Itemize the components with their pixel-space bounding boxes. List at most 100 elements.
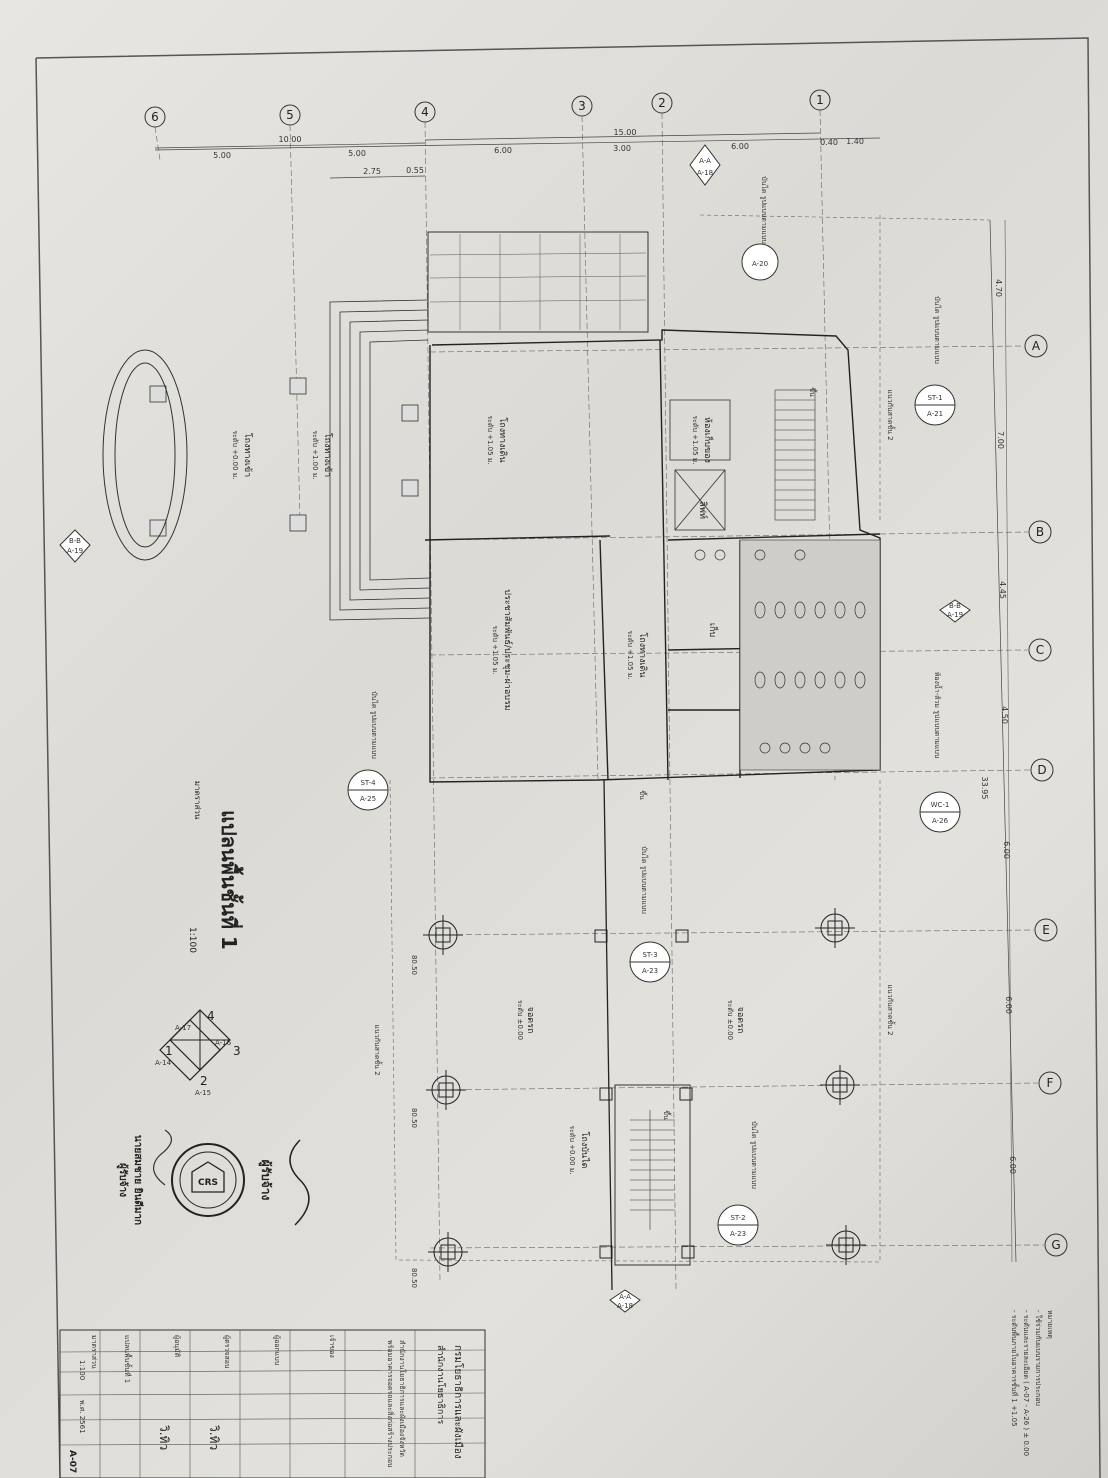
tb-scale-label: มาตราส่วน [90, 1335, 98, 1369]
dim-700: 7.00 [996, 431, 1005, 449]
dim-overall-top: 15.00 [614, 128, 637, 137]
grid-bubble-d: D [1030, 758, 1054, 782]
lamp-posts [423, 908, 866, 1272]
section-mark-bb: B-B A-19 [939, 599, 971, 623]
note-canopy-2: แนวกันสาดชั้น 2 [886, 984, 897, 1035]
lamp-post [826, 1225, 866, 1265]
dim-600-a: 6.00 [1002, 841, 1011, 859]
room-labels: โถงทางเดิน ระดับ +1.05 ม. ประชาสัมพันธ์/… [231, 415, 745, 1174]
dim-overall-right: 33.95 [980, 777, 989, 800]
note-stair-top: บันได รูปแบบตามแบบ [760, 176, 769, 244]
key-plan-a14: A-14 [155, 1059, 172, 1067]
right-dimensions: 33.95 4.70 7.00 4.45 4.50 6.00 6.00 6.00 [980, 219, 1017, 1263]
dim-275: 2.75 [363, 167, 381, 176]
section-mark-aa-top: A-A A-18 [689, 144, 721, 186]
dim-5m-b: 5.00 [348, 149, 366, 158]
key-plan: 4 3 1 2 A-17 A-16 A-14 A-15 [155, 1009, 241, 1097]
lift-core [669, 399, 731, 531]
tb-sign-2: วิ.ทิว [157, 1425, 171, 1450]
seal-name: นายสมชาย ยินดีมาก [132, 1135, 144, 1225]
grid-bubble-1: 1 [809, 89, 831, 111]
grid-bubble-5: 5 [279, 104, 301, 126]
drop-off-loop [102, 349, 188, 561]
room-stair-hall: โถงบันได [579, 1132, 590, 1169]
grid-label-a: A [1032, 339, 1041, 353]
seal-label: ผู้รับจ้าง [258, 1160, 273, 1201]
detail-st4-label: ST-4 [360, 779, 376, 787]
room-parking-2-level: ระดับ ±0.00 [726, 1000, 734, 1040]
key-plan-1: 1 [165, 1044, 173, 1058]
dim-3m: 3.00 [613, 144, 631, 153]
tb-sheet-no: A-07 [67, 1450, 77, 1473]
detail-st2-label: ST-2 [730, 1214, 745, 1222]
lamp-post [426, 1070, 466, 1110]
section-markers: A-A A-18 A-A A-18 B-B A-19 B-B A-19 A-20… [59, 144, 971, 1313]
room-parking-2: จอดรถ [735, 1007, 745, 1034]
note-canopy-1: แนวกันสาดชั้น 2 [886, 389, 897, 440]
grid-bubble-4: 4 [414, 101, 436, 123]
dim-445: 4.45 [998, 581, 1007, 599]
dim-470: 4.70 [994, 279, 1003, 297]
lamp-post [423, 915, 463, 955]
note-up-2: ขึ้น [638, 790, 649, 800]
key-plan-a16: A-16 [215, 1039, 232, 1047]
section-bb-label: B-B [949, 602, 961, 610]
note-col-3: 80.50 [410, 1268, 418, 1288]
tb-project-2: พร้อมอาคารจอดรถและสิ่งก่อสร้างประกอบ [386, 1340, 395, 1467]
grid-label-e: E [1042, 923, 1050, 937]
dim-600-c: 6.00 [1008, 1156, 1017, 1174]
room-lift: ลิฟท์ [697, 501, 709, 519]
seal-logo-text: CRS [198, 1178, 218, 1188]
drawing-scale: 1:100 [187, 927, 197, 953]
contractor-seal: CRS ผู้รับจ้าง นายสมชาย ยินดีมาก ผู้รับจ… [116, 1129, 310, 1226]
section-aa-sheet-2: A-18 [617, 1302, 633, 1310]
entrance-ramps [329, 299, 431, 621]
legend-line-2: - ระดับและรายละเอียด ( A-07 - A-26 ) ± 0… [1022, 1310, 1030, 1456]
grid-label-g: G [1051, 1238, 1060, 1252]
room-ramp-level: ระดับ +0.00 ม. [231, 430, 239, 479]
top-stair-void [427, 231, 649, 333]
section-aa-sheet: A-18 [697, 169, 713, 177]
note-col-1: 80.50 [410, 955, 418, 975]
canopy-outline [389, 214, 991, 1263]
section-aa-label: A-A [699, 157, 711, 165]
key-plan-a15: A-15 [195, 1089, 211, 1097]
detail-mark-st1: ST-1 A-21 [914, 384, 956, 426]
seal-role: ผู้รับจ้าง [116, 1163, 129, 1197]
section-aa-label-2: A-A [619, 1293, 631, 1301]
dim-6m: 6.00 [494, 146, 512, 155]
grid-bubble-e: E [1034, 918, 1058, 942]
detail-mark-wc1: WC-1 A-26 [919, 791, 961, 833]
tb-owner: เจ้าของ [328, 1335, 336, 1358]
detail-a20-label: A-20 [752, 260, 768, 268]
stair-st2 [614, 1084, 691, 1266]
section-bb-label-2: B-B [69, 537, 81, 545]
legend-head: หมายเหตุ [1046, 1310, 1054, 1339]
room-service: ประชาสัมพันธ์/ประชุม-ผ่าอบรม [502, 589, 514, 711]
detail-mark-st2: ST-2 A-23 [717, 1204, 759, 1246]
grid-label-6: 6 [151, 110, 159, 124]
tb-check: ผู้ตรวจสอบ [223, 1335, 231, 1368]
key-plan-2: 2 [200, 1074, 208, 1088]
grid-label-c: C [1036, 643, 1044, 657]
grid-label-3: 3 [578, 99, 586, 113]
toilet-block [694, 539, 881, 771]
dim-5m-a: 5.00 [213, 151, 231, 160]
grid-label-d: D [1037, 763, 1046, 777]
tb-approve: ผู้อนุมัติ [173, 1335, 181, 1358]
legend-line-3: - ระดับพื้นภายในอาคารชั้นที่ 1 +1.05 [1010, 1310, 1021, 1427]
detail-st4-sheet: A-25 [360, 795, 376, 803]
room-storage-level: ระดับ +1.05 ม. [691, 415, 699, 464]
parking-columns [594, 779, 695, 1291]
detail-mark-st3: ST-3 A-23 [629, 941, 671, 983]
lamp-post [820, 1065, 860, 1105]
sheet-border [35, 37, 1101, 1478]
grid-label-b: B [1036, 525, 1044, 539]
room-storage: ห้องเก็บของ [702, 417, 715, 463]
grid-label-f: F [1047, 1076, 1054, 1090]
room-store: เก็บ [707, 623, 720, 638]
sheet-border-left [35, 57, 61, 1478]
dim-450: 4.50 [1000, 706, 1009, 724]
note-st1: บันได รูปแบบตามแบบ [933, 296, 942, 364]
section-bb-sheet: A-19 [947, 611, 963, 619]
